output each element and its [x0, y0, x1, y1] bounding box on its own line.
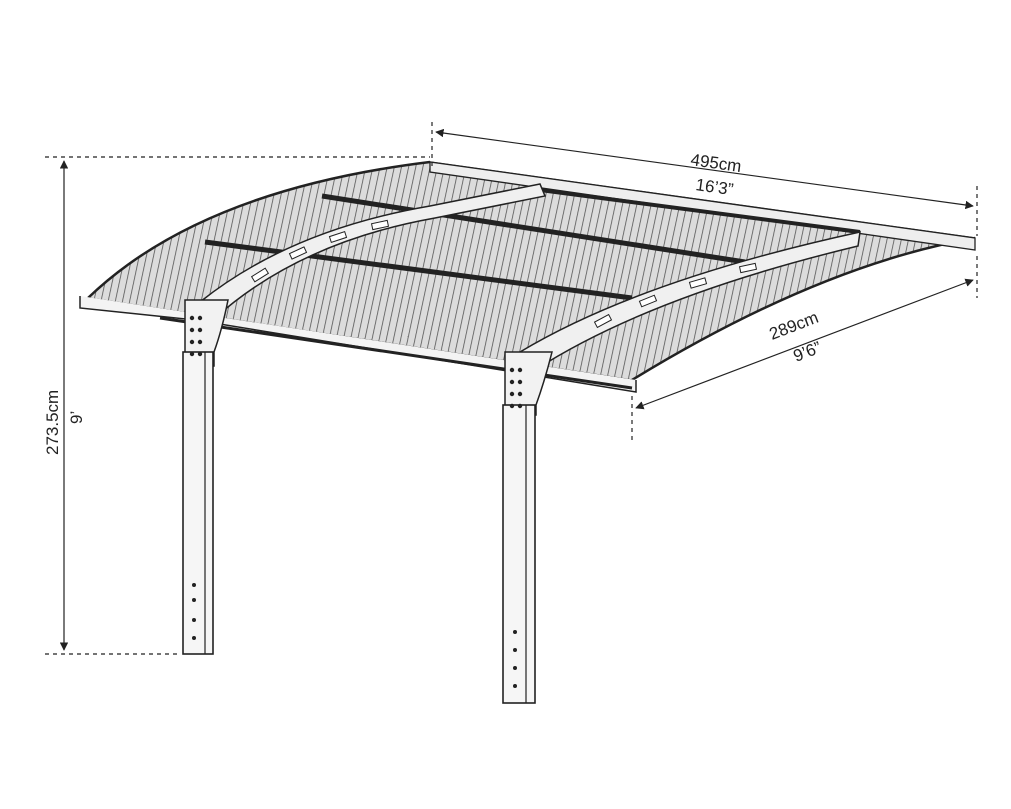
depth-imperial-label: 9’6”: [791, 338, 825, 366]
left-post: [182, 299, 229, 655]
left-post-body: [182, 351, 214, 655]
length-imperial-label: 16’3”: [694, 175, 734, 199]
purlin: [204, 239, 633, 301]
purlin: [159, 316, 633, 390]
roof-front-edge: [87, 160, 431, 299]
height-metric-label: 273.5cm: [43, 390, 62, 455]
depth-dimension-line: [635, 278, 974, 410]
length-metric-label: 495cm: [689, 150, 742, 176]
right-post: [502, 351, 553, 704]
height-imperial-label: 9’: [67, 411, 86, 424]
depth-metric-label: 289cm: [767, 308, 821, 344]
height-dimension: 273.5cm 9’: [43, 156, 430, 655]
left-post-bolts: [189, 315, 203, 640]
right-post-bolts: [509, 367, 523, 688]
length-dimension-line: [435, 128, 974, 210]
purlin: [321, 193, 746, 265]
rear-arch-beam: [518, 231, 861, 371]
roof-purlins: [159, 188, 861, 390]
left-bracket: [184, 299, 229, 367]
right-post-body: [502, 404, 536, 704]
right-bracket: [504, 351, 553, 416]
